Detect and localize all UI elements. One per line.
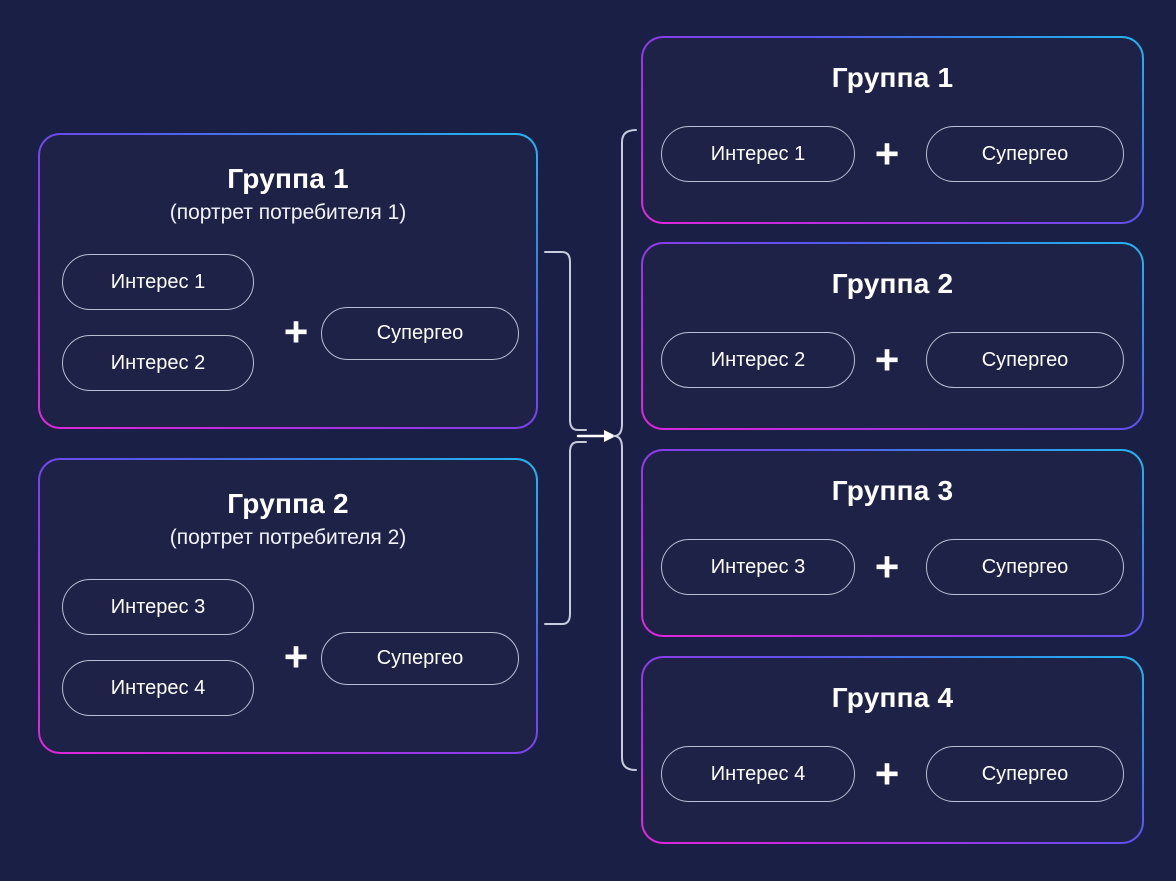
- right-card-1-geo-pill[interactable]: Супергео: [926, 126, 1124, 182]
- left-group-card-1-inner: Группа 1 (портрет потребителя 1) Интерес…: [40, 135, 536, 427]
- right-card-2-interest-pill[interactable]: Интерес 2: [661, 332, 855, 388]
- left-card-1-plus-icon: +: [283, 308, 309, 355]
- right-card-4-plus-icon: +: [874, 750, 900, 797]
- left-group-card-2-inner: Группа 2 (портрет потребителя 2) Интерес…: [40, 460, 536, 752]
- right-card-4-title: Группа 4: [831, 682, 954, 713]
- left-card-1-geo-pill[interactable]: Супергео: [321, 307, 519, 360]
- right-brace-upper: [613, 129, 637, 437]
- left-card-1-interest-pill-1[interactable]: Интерес 1: [62, 254, 254, 310]
- left-card-2-subtitle: (портрет потребителя 2): [169, 526, 407, 549]
- right-card-3-geo-pill[interactable]: Супергео: [926, 539, 1124, 595]
- right-brace-lower: [613, 435, 637, 771]
- right-card-1-interest-pill[interactable]: Интерес 1: [661, 126, 855, 182]
- left-card-1-interest-pill-2[interactable]: Интерес 2: [62, 335, 254, 391]
- right-card-1-plus-icon: +: [874, 130, 900, 177]
- right-group-card-4-inner: Группа 4 Интерес 4 + Супергео: [643, 658, 1142, 842]
- right-group-card-3-inner: Группа 3 Интерес 3 + Супергео: [643, 451, 1142, 635]
- flow-arrow-icon: [576, 430, 616, 442]
- right-card-3-title: Группа 3: [831, 475, 954, 506]
- left-card-2-interest-pill-2[interactable]: Интерес 4: [62, 660, 254, 716]
- right-card-2-geo-pill[interactable]: Супергео: [926, 332, 1124, 388]
- right-card-2-plus-icon: +: [874, 336, 900, 383]
- right-card-2-title: Группа 2: [831, 268, 954, 299]
- left-brace-upper: [544, 251, 587, 431]
- right-group-card-1: Группа 1 Интерес 1 + Супергео: [641, 36, 1144, 224]
- right-group-card-1-inner: Группа 1 Интерес 1 + Супергео: [643, 38, 1142, 222]
- left-card-2-interest-pill-1[interactable]: Интерес 3: [62, 579, 254, 635]
- right-card-4-interest-pill[interactable]: Интерес 4: [661, 746, 855, 802]
- right-card-1-title: Группа 1: [831, 62, 954, 93]
- left-card-2-geo-pill[interactable]: Супергео: [321, 632, 519, 685]
- right-group-card-4: Группа 4 Интерес 4 + Супергео: [641, 656, 1144, 844]
- left-card-2-plus-icon: +: [283, 633, 309, 680]
- left-group-card-2: Группа 2 (портрет потребителя 2) Интерес…: [38, 458, 538, 754]
- left-group-card-1: Группа 1 (портрет потребителя 1) Интерес…: [38, 133, 538, 429]
- right-card-4-geo-pill[interactable]: Супергео: [926, 746, 1124, 802]
- left-card-1-title: Группа 1: [227, 163, 349, 194]
- left-card-2-title: Группа 2: [227, 488, 349, 519]
- right-group-card-2-inner: Группа 2 Интерес 2 + Супергео: [643, 244, 1142, 428]
- left-card-1-subtitle: (портрет потребителя 1): [169, 201, 407, 224]
- right-group-card-3: Группа 3 Интерес 3 + Супергео: [641, 449, 1144, 637]
- right-card-3-interest-pill[interactable]: Интерес 3: [661, 539, 855, 595]
- left-brace-lower: [544, 441, 587, 625]
- right-card-3-plus-icon: +: [874, 543, 900, 590]
- right-group-card-2: Группа 2 Интерес 2 + Супергео: [641, 242, 1144, 430]
